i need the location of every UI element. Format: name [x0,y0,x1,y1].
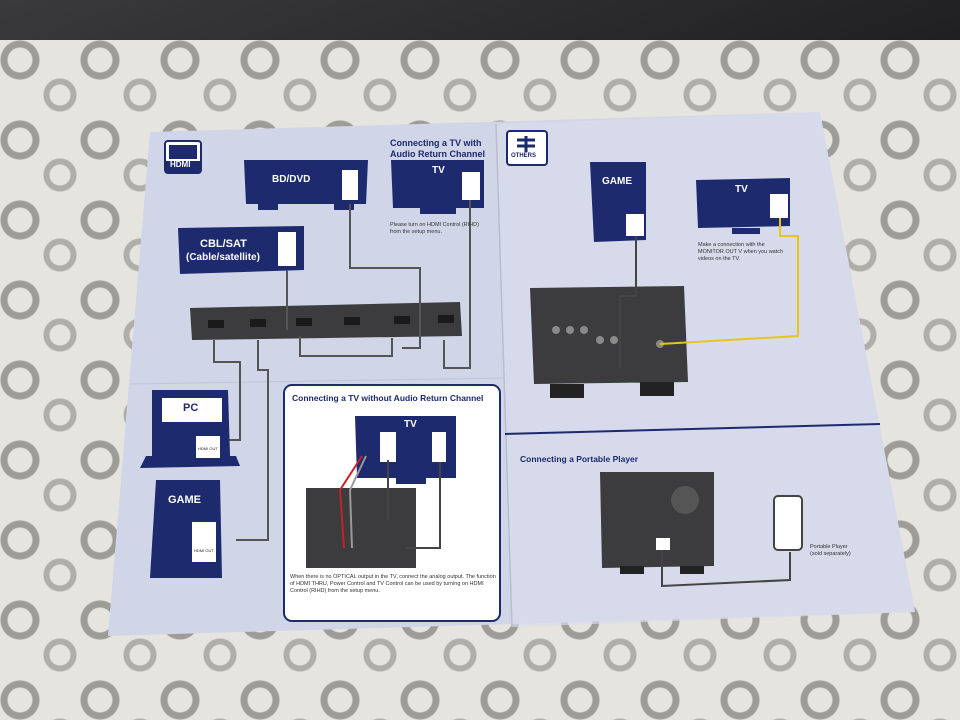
plug-icon [517,136,535,152]
volume-knob [671,486,699,514]
bd-dvd-label: BD/DVD [272,174,311,185]
pc-hdmi-out-label: HDMI OUT [198,446,218,451]
receiver-rear-panel-small [306,488,416,568]
arc-note: Please turn on HDMI Control (RIHD) from … [390,222,479,235]
others-note: Make a connection with the MONITOR OUT V… [698,242,784,262]
bd-dvd-device [244,160,368,204]
hdmi-cables [213,200,471,541]
tv-others-label: TV [735,184,748,195]
hdmi-out-port [342,170,358,200]
receiver-front-panel [600,472,714,568]
portable-player-line2: (sold separately) [810,551,851,557]
arc-title-line1: Connecting a TV with [390,138,482,148]
arc-title-line2: Audio Return Channel [390,149,485,159]
hdmi-plug-icon [169,145,197,159]
section-divider [504,423,881,435]
no-arc-title: Connecting a TV without Audio Return Cha… [292,393,484,403]
game-hdmi-out-label: HDMI OUT [194,548,214,553]
cbl-sat-label-line1: CBL/SAT [200,238,247,250]
tv-arc-label: TV [432,165,445,176]
pc-label: PC [183,402,199,414]
portable-player-icon [773,495,803,551]
fold-line [495,123,513,628]
receiver-hdmi-panel [190,302,462,340]
portable-player-line1: Portable Player [810,544,848,550]
game-left-label: GAME [168,494,201,506]
game-right-label: GAME [602,176,632,187]
receiver-rear-panel [530,286,688,384]
portable-title: Connecting a Portable Player [520,454,639,464]
tv-arc-device [391,160,484,208]
no-arc-tv-label: TV [404,419,417,430]
hdmi-badge-label: HDMI [170,160,191,169]
others-badge-label: OTHERS [511,153,537,159]
cbl-sat-label-line2: (Cable/satellite) [186,252,260,263]
no-arc-note: When there is no OPTICAL output in the T… [290,574,496,594]
tv-no-arc-device [355,416,456,478]
cbl-sat-device [178,226,304,274]
yellow-video-cable [659,218,799,345]
tv-others-device [696,178,790,228]
